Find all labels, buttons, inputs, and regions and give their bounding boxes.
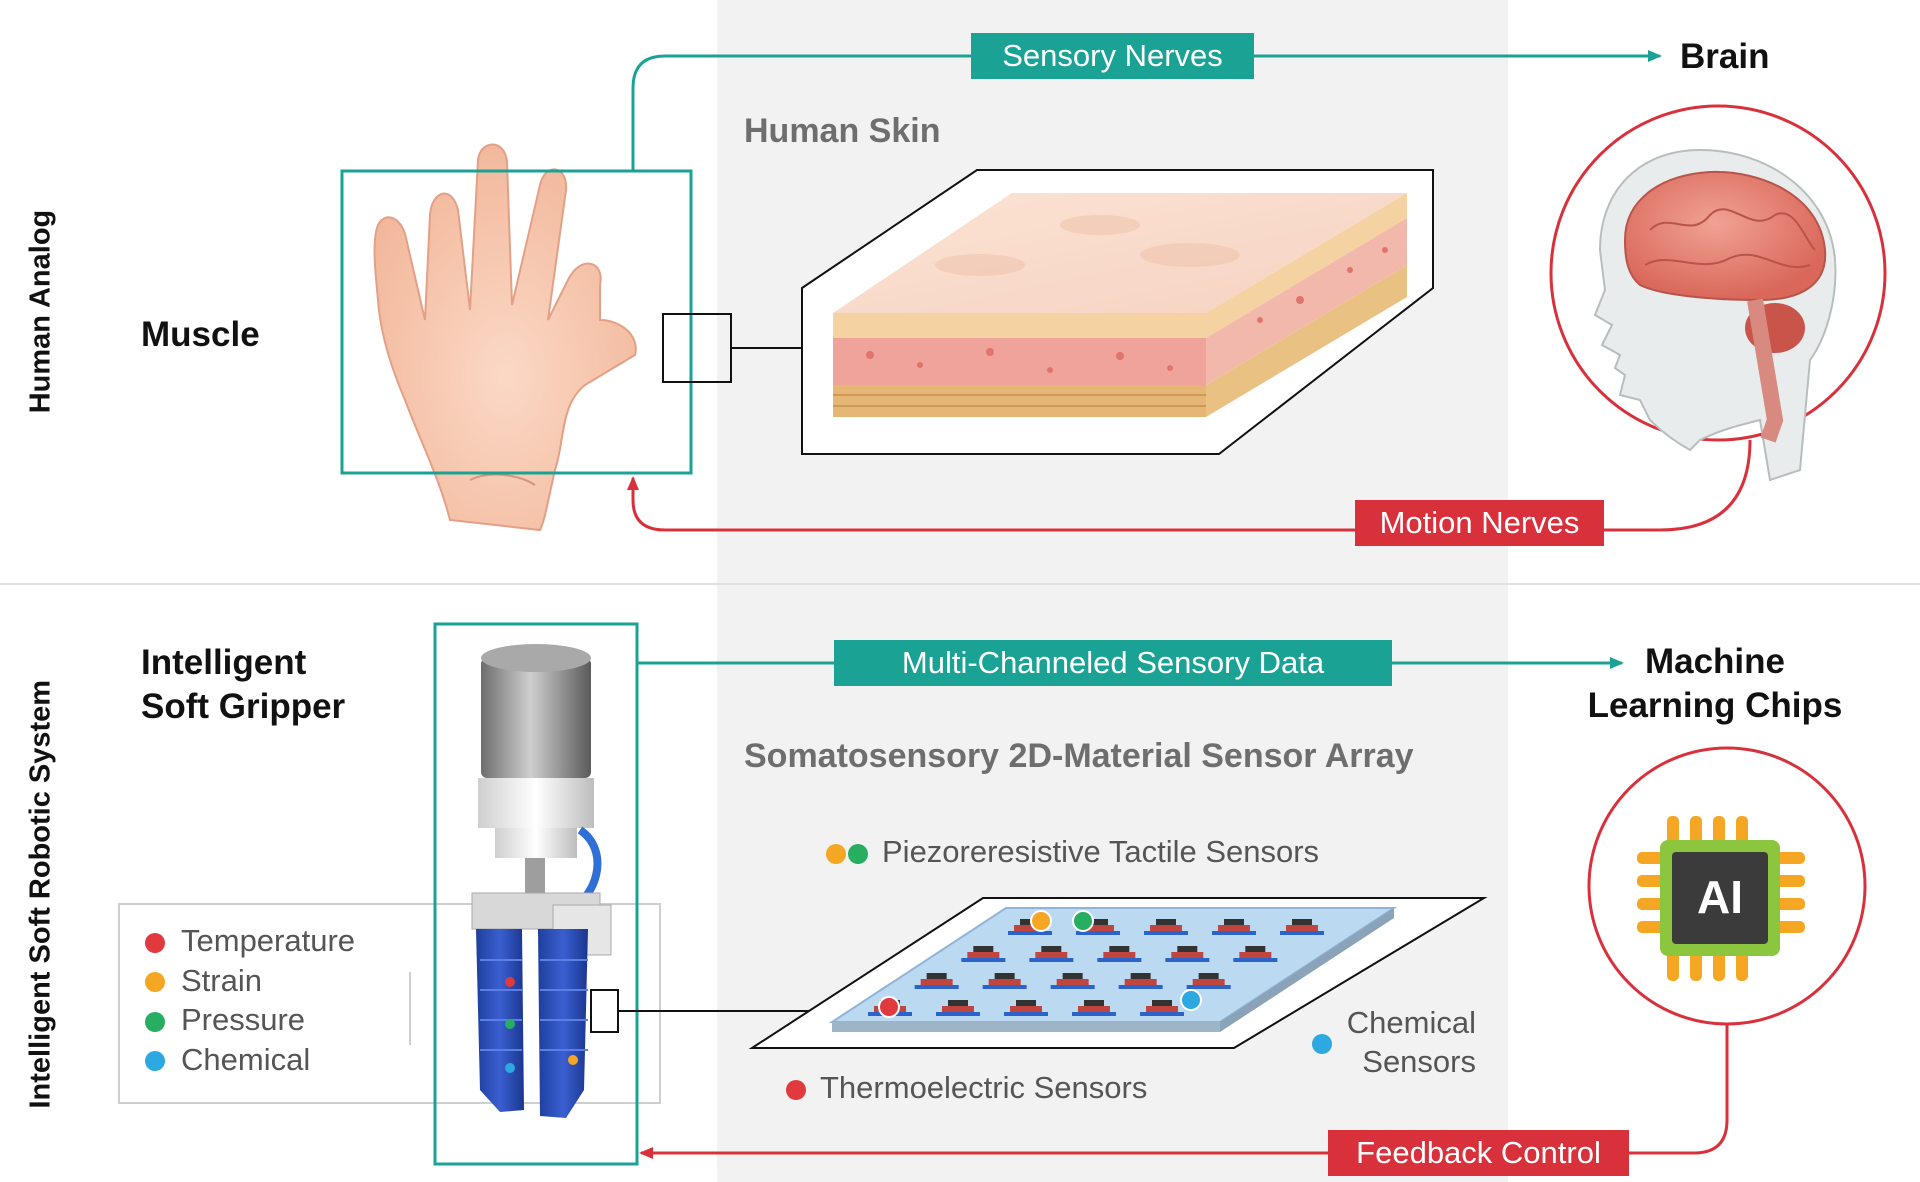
gripper-title-line1: Intelligent	[141, 643, 307, 682]
gripper-box	[433, 622, 639, 1166]
sensor-cell	[1233, 946, 1278, 962]
skin-block-illustration	[833, 193, 1407, 417]
row-label-human: Human Analog	[24, 209, 57, 414]
legend-dot	[145, 972, 165, 993]
sensor-cell	[1165, 946, 1210, 962]
sensory-nerves-arrow	[631, 50, 1662, 171]
ml-title-line1: Machine	[1644, 642, 1786, 681]
ml-title-line2: Learning Chips	[1587, 686, 1843, 725]
sensor-cell	[1097, 946, 1142, 962]
piezo-label: Piezoreresistive Tactile Sensors	[826, 834, 1319, 870]
head-illustration	[1593, 148, 1837, 482]
sensor-cell	[1004, 1000, 1048, 1016]
chem-dot-wrap	[1312, 1034, 1332, 1054]
feedback-arrow	[639, 1024, 1729, 1159]
ml-chips-title: Machine Learning Chips	[1560, 640, 1870, 728]
strain-dot	[826, 843, 846, 864]
piezo-text: Piezoreresistive Tactile Sensors	[882, 834, 1320, 869]
sensor-cell	[1280, 919, 1324, 935]
temperature-dot	[786, 1079, 806, 1100]
ai-chip-icon	[1637, 816, 1805, 981]
sensor-cell	[1029, 946, 1074, 962]
sensor-cell	[914, 973, 959, 989]
legend-item: Strain	[145, 961, 355, 1001]
ai-label: AI	[1697, 871, 1743, 923]
sensor-cell	[1212, 919, 1256, 935]
feedback-tag: Feedback Control	[1328, 1130, 1629, 1176]
sensor-cell	[1072, 1000, 1116, 1016]
legend-item: Pressure	[145, 1000, 355, 1040]
muscle-label: Muscle	[141, 315, 260, 354]
sensor-cell	[961, 946, 1006, 962]
gripper-title: Intelligent Soft Gripper	[141, 641, 345, 729]
legend-dot	[145, 932, 165, 953]
chem-text-line1: Chemical	[1346, 1005, 1476, 1040]
sensory-nerves-tag: Sensory Nerves	[971, 33, 1254, 79]
skin-title: Human Skin	[744, 112, 941, 150]
sensor-cell	[1008, 919, 1052, 935]
pressure-dot	[848, 843, 868, 864]
legend-label: Temperature	[181, 923, 356, 958]
sensor-cell	[1050, 973, 1095, 989]
legend-item: Temperature	[145, 921, 355, 961]
sensor-cell	[1118, 973, 1163, 989]
brain-label: Brain	[1680, 37, 1770, 76]
thermo-text: Thermoelectric Sensors	[820, 1070, 1148, 1105]
sensor-cell	[1076, 919, 1120, 935]
data-tag: Multi-Channeled Sensory Data	[834, 640, 1392, 686]
hand-illustration	[373, 143, 637, 532]
thermo-label: Thermoelectric Sensors	[786, 1070, 1147, 1106]
motion-nerves-tag: Motion Nerves	[1355, 500, 1604, 546]
sensor-cell	[1144, 919, 1188, 935]
array-title: Somatosensory 2D-Material Sensor Array	[744, 737, 1414, 775]
sensor-cells	[868, 919, 1324, 1016]
row-label-robot: Intelligent Soft Robotic System	[24, 679, 57, 1109]
sensor-cell	[982, 973, 1027, 989]
gripper-title-line2: Soft Gripper	[141, 687, 346, 726]
sensor-cell	[1140, 1000, 1184, 1016]
sensor-array-illustration	[828, 907, 1398, 1032]
legend-label: Pressure	[181, 1002, 306, 1037]
chem-text-line2: Sensors	[1362, 1044, 1476, 1079]
hand-box	[340, 169, 693, 475]
legend-dot	[145, 1051, 165, 1072]
motion-nerves-arrow	[627, 439, 1752, 532]
chemical-label: Chemical Sensors	[1336, 1003, 1476, 1081]
gripper-illustration	[471, 644, 612, 1118]
legend-label: Chemical	[181, 1041, 311, 1077]
chemical-dot	[1312, 1034, 1332, 1054]
legend-item: Chemical	[145, 1040, 355, 1080]
legend-label: Strain	[181, 962, 262, 998]
sensor-cell	[936, 1000, 980, 1016]
sensor-cell	[1186, 973, 1231, 989]
legend-dot	[145, 1011, 165, 1032]
